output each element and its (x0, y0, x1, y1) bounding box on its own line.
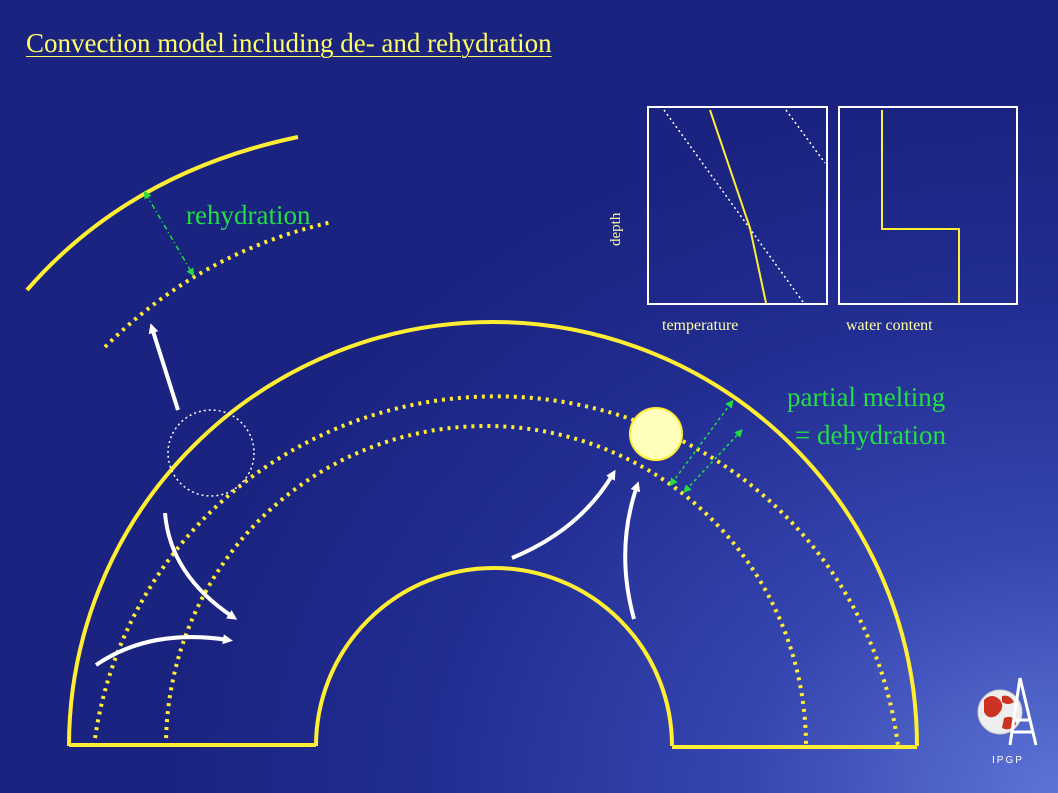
partial-melting-arrow-2 (683, 429, 743, 493)
rehydration-inner-dotted-arc (103, 220, 333, 349)
melt-bubble (629, 407, 683, 461)
rise-arrow-up (148, 323, 180, 411)
depth-axis-label: depth (608, 212, 624, 246)
water-content-profile-line (881, 110, 960, 303)
flow-arrow-rising-1 (511, 469, 616, 560)
solidus-dotted-line-2 (785, 109, 826, 164)
outer-boundary-arc (67, 320, 919, 747)
solidus-dotted-line-1 (663, 109, 804, 303)
ipgp-logo-text: IPGP (992, 755, 1024, 766)
zoom-region-circle (167, 409, 255, 497)
middle-dotted-arc (92, 394, 900, 747)
rehydration-label: rehydration (186, 200, 311, 230)
flow-arrow-lateral (94, 634, 233, 667)
rehydration-thickness-arrow (143, 190, 195, 277)
slide-title: Convection model including de- and rehyd… (26, 28, 552, 58)
inner-dotted-arc (164, 424, 808, 747)
partial-melting-label: partial melting (787, 382, 946, 412)
water-content-panel (838, 106, 1018, 305)
eiffel-tower-icon (1008, 677, 1038, 746)
water-content-axis-label: water content (846, 317, 933, 334)
dehydration-label: = dehydration (795, 420, 946, 450)
temperature-axis-label: temperature (662, 317, 739, 334)
flow-arrow-rising-2 (623, 481, 641, 620)
temperature-profile-line (709, 109, 767, 304)
core-boundary-arc (314, 566, 674, 747)
temperature-panel (647, 106, 828, 305)
ipgp-logo: IPGP (977, 677, 1038, 766)
flow-arrow-descending (163, 512, 238, 620)
